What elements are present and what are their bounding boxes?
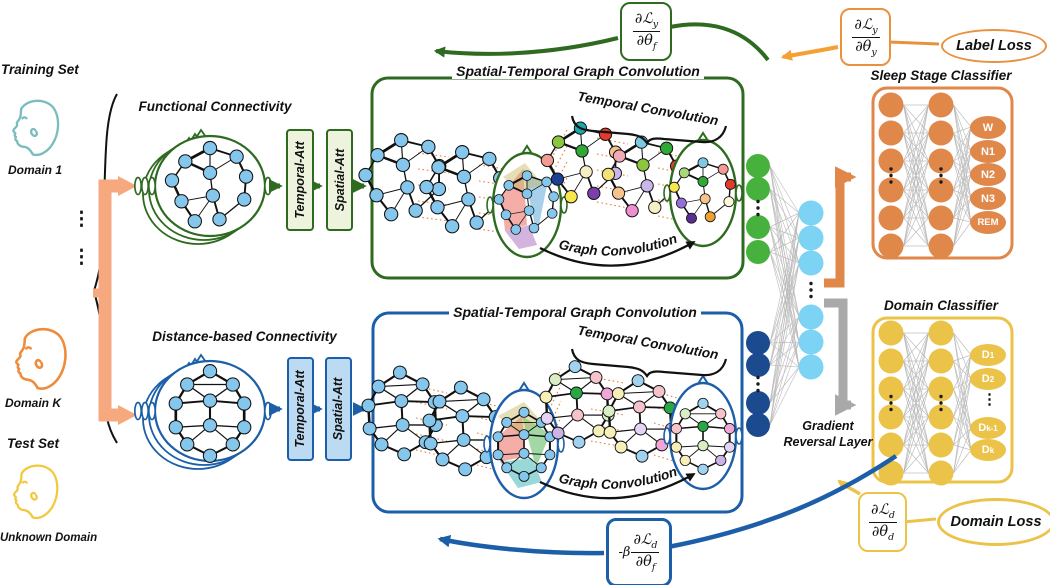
sleep-output-rem: REM xyxy=(970,211,1006,234)
distance-connectivity-title: Distance-based Connectivity xyxy=(152,329,337,344)
eq-domain-feature: -β ∂ℒd ∂θf xyxy=(606,518,672,585)
spatial-att-box-top xyxy=(326,129,353,231)
feature-node-columns xyxy=(746,154,824,437)
temporal-att-label-top: Temporal-Att xyxy=(293,141,307,219)
domain1-head-icon xyxy=(12,99,60,157)
to-sleep-classifier-arrow xyxy=(824,166,857,288)
label-loss-node: Label Loss xyxy=(941,29,1047,63)
sleep-output-n1: N1 xyxy=(970,140,1006,163)
graph-convolution-arrow-top xyxy=(539,240,696,267)
gradient-reversal-arrow xyxy=(824,298,857,416)
functional-connectivity-title: Functional Connectivity xyxy=(138,99,292,114)
domains-ellipsis-b: ⋮ xyxy=(72,247,91,268)
eq-label-head: ∂ℒy ∂θy xyxy=(840,8,891,66)
temporal-att-box-bottom xyxy=(287,357,314,461)
sleep-classifier-title: Sleep Stage Classifier xyxy=(870,68,1012,83)
test-set-title: Test Set xyxy=(7,436,60,451)
eq-prefix: -β xyxy=(618,545,631,560)
training-set-title: Training Set xyxy=(1,62,79,77)
training-flow-arrow xyxy=(93,176,137,425)
stgcn-title-top: Spatial-Temporal Graph Convolution xyxy=(452,63,704,79)
graph-convolution-label-top: Graph Convolution xyxy=(557,231,679,259)
unknown-domain-head-icon xyxy=(12,464,59,520)
domaink-label: Domain K xyxy=(4,396,61,410)
sleep-output-w: W xyxy=(970,116,1006,139)
classifier-networks xyxy=(878,92,972,486)
domains-ellipsis-a: ⋮ xyxy=(72,209,91,230)
stgcn-graph-snapshots xyxy=(358,121,743,500)
sleep-output-n3: N3 xyxy=(970,187,1006,210)
temporal-convolution-braces xyxy=(570,115,728,379)
domain-outputs-ellipsis: ⋮ xyxy=(982,391,997,408)
spatial-att-label-bottom: Spatial-Att xyxy=(331,377,345,441)
eq-domain-head: ∂ℒd ∂θd xyxy=(858,492,907,552)
eq-label-feature: ∂ℒy ∂θf xyxy=(620,2,672,61)
graph-convolution-arrow-bottom xyxy=(539,472,696,500)
graph-convolution-label-bottom: Graph Convolution xyxy=(557,464,679,492)
gradient-flow-curves xyxy=(433,22,940,556)
spatial-att-box-bottom xyxy=(325,357,352,461)
connectivity-brains xyxy=(133,128,273,470)
temporal-att-label-bottom: Temporal-Att xyxy=(293,370,307,448)
grl-line1: Gradient xyxy=(802,419,854,433)
domain-classifier-title: Domain Classifier xyxy=(883,298,999,313)
spatial-att-label-top: Spatial-Att xyxy=(333,148,347,212)
domain-loss-node: Domain Loss xyxy=(937,498,1050,546)
unknown-domain-label: Unknown Domain xyxy=(0,532,98,544)
sleep-output-n2: N2 xyxy=(970,163,1006,186)
grl-line2: Reversal Layer xyxy=(783,434,873,449)
stgcn-title-bottom: Spatial-Temporal Graph Convolution xyxy=(449,304,701,320)
gradient-reversal-layer-label: Gradient Reversal Layer xyxy=(764,419,892,450)
domaink-head-icon xyxy=(14,327,67,391)
domain1-label: Domain 1 xyxy=(7,163,62,177)
temporal-att-box-top xyxy=(286,129,314,231)
